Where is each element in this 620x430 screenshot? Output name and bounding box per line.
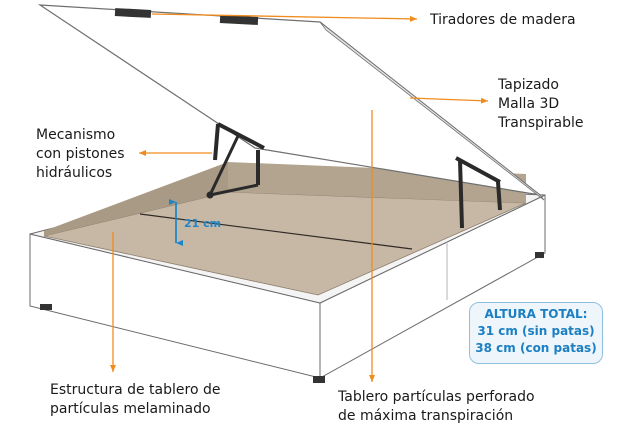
label-estructura: Estructura de tablero de partículas mela… xyxy=(50,381,220,419)
label-tablero-line1: Tablero partículas perforado xyxy=(338,389,535,405)
label-tablero-line2: de máxima transpiración xyxy=(338,408,514,424)
label-tapizado-line1: Tapizado xyxy=(498,77,559,93)
piston-left xyxy=(206,122,265,199)
bed-lid xyxy=(37,4,545,201)
label-mecanismo-line1: Mecanismo xyxy=(36,127,116,143)
label-mecanismo: Mecanismo con pistones hidráulicos xyxy=(36,126,125,183)
label-tapizado: Tapizado Malla 3D Transpirable xyxy=(498,76,584,133)
leader-tiradores xyxy=(151,13,418,22)
wood-handle-left xyxy=(114,8,152,18)
label-tablero: Tablero partículas perforado de máxima t… xyxy=(338,388,535,426)
storage-compartment xyxy=(43,162,527,296)
dimension-label: 21 cm xyxy=(184,217,222,230)
label-estructura-line2: partículas melaminado xyxy=(50,401,211,417)
label-tapizado-line2: Malla 3D xyxy=(498,96,560,112)
altura-title: ALTURA TOTAL: xyxy=(484,307,588,321)
label-tiradores-text: Tiradores de madera xyxy=(430,12,576,28)
leader-lines xyxy=(110,13,489,382)
label-mecanismo-line3: hidráulicos xyxy=(36,165,113,181)
label-mecanismo-line2: con pistones xyxy=(36,146,125,162)
leader-tapizado xyxy=(409,97,489,104)
label-tapizado-line3: Transpirable xyxy=(498,115,584,131)
leg-back-right xyxy=(535,252,544,258)
altura-line2: 38 cm (con patas) xyxy=(475,341,597,355)
label-estructura-line1: Estructura de tablero de xyxy=(50,382,221,398)
leg-front-right xyxy=(313,376,325,383)
leg-front-left xyxy=(40,304,52,310)
wood-handle-right xyxy=(219,15,259,25)
piston-right xyxy=(455,156,502,229)
altura-line1: 31 cm (sin patas) xyxy=(477,324,595,338)
label-tiradores: Tiradores de madera xyxy=(430,11,576,30)
altura-total-box: ALTURA TOTAL: 31 cm (sin patas) 38 cm (c… xyxy=(469,302,603,364)
